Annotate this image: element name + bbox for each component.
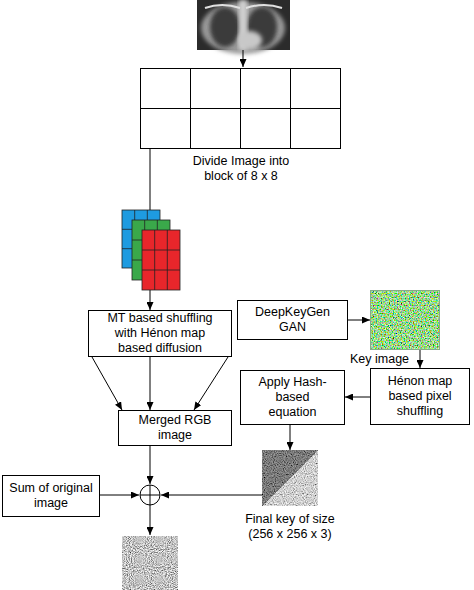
diagonal-shade (262, 450, 318, 506)
box-text: MT based shuffling with Hénon map based … (101, 311, 219, 356)
grid-line (190, 69, 191, 149)
xray-body (201, 2, 285, 54)
xray-spine (239, 0, 247, 50)
caption-text: Key image (350, 352, 420, 367)
flow-connector (348, 320, 370, 321)
box-text: Apply Hash-based equation (257, 375, 329, 420)
grid-outline (141, 69, 341, 149)
xray-heart (238, 31, 262, 49)
xor-cross (140, 485, 160, 505)
box-text: Sum of original image (5, 481, 97, 511)
noise-image (122, 536, 178, 590)
noise-image (262, 450, 318, 506)
layer-plane (142, 230, 180, 290)
process-box: MT based shuffling with Hénon map based … (88, 310, 232, 357)
flow-arrow (161, 495, 262, 496)
box-text: DeepKeyGen GAN (253, 305, 333, 335)
gan-key-image (370, 290, 440, 350)
input-box: Sum of original image (2, 475, 100, 517)
flow-arrow (243, 50, 244, 67)
xray-image (197, 0, 290, 54)
process-box: DeepKeyGen GAN (237, 300, 348, 340)
flow-connector (92, 357, 122, 410)
caption-text: Divide Image into block of 8 x 8 (185, 154, 297, 184)
layer-grid (132, 220, 170, 280)
flow-connector (345, 397, 370, 398)
final-key-node: Final key of size (256 x 256 x 3) (262, 450, 318, 506)
grid-line (141, 108, 341, 109)
encrypted-image (122, 536, 178, 590)
process-box: Hénon map based pixel shuffling (370, 368, 470, 425)
caption-text: Final key of size (256 x 256 x 3) (235, 512, 345, 542)
block-grid-node: Divide Image into block of 8 x 8 (140, 68, 341, 149)
flow-connector (290, 425, 291, 450)
grid-line (240, 69, 241, 149)
layer-grid (122, 210, 160, 268)
rgb-layers (122, 210, 180, 290)
flow-arrow (150, 446, 151, 484)
box-text: Merged RGB image (134, 413, 216, 443)
xor-symbol (140, 485, 160, 505)
xray-lung (247, 7, 277, 47)
process-box: Merged RGB image (118, 410, 232, 446)
flow-connector (150, 149, 151, 310)
blue-layer (122, 210, 160, 268)
process-box: Apply Hash-based equation (240, 370, 345, 425)
flow-connector (194, 357, 228, 410)
layer-plane (122, 210, 160, 268)
box-text: Hénon map based pixel shuffling (375, 374, 465, 419)
layer-plane (132, 220, 170, 280)
xray-lung (210, 7, 240, 47)
noise-image (370, 290, 440, 350)
flow-connector (150, 357, 151, 410)
red-layer (142, 230, 180, 290)
block-grid (141, 69, 341, 149)
flow-arrow (150, 505, 151, 535)
layer-grid (142, 230, 180, 290)
xor-circle (140, 485, 160, 505)
grid-line (290, 69, 291, 149)
key-image-node: Key image (370, 290, 440, 350)
flow-arrow (100, 495, 139, 496)
final-key-image (262, 450, 318, 506)
green-layer (132, 220, 170, 280)
xray-background (197, 0, 290, 50)
flow-connector (420, 350, 421, 368)
image-border (371, 291, 440, 350)
xray-clavicle (205, 5, 282, 8)
